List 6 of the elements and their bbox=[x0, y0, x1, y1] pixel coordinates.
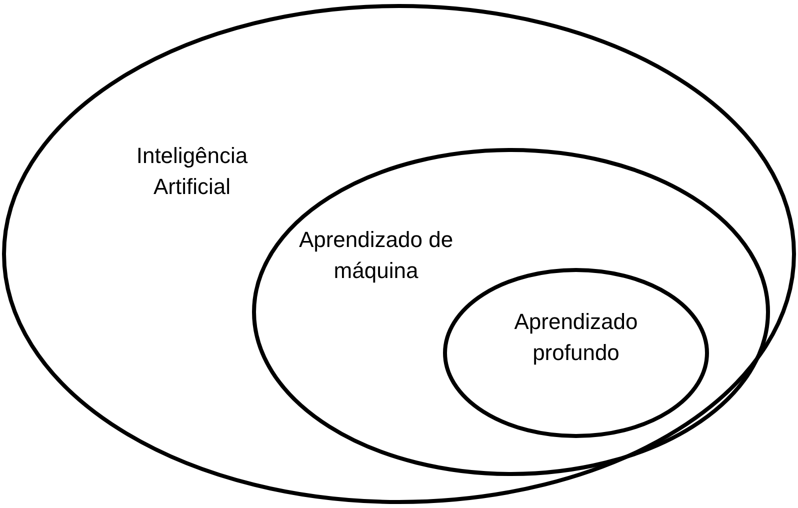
set-label: Aprendizado de máquina bbox=[298, 226, 454, 285]
set-ellipse bbox=[252, 148, 770, 476]
set-ellipse bbox=[2, 4, 796, 504]
set-label: Aprendizado profundo bbox=[513, 308, 639, 367]
set-label: Inteligência Artificial bbox=[135, 142, 249, 201]
set-ellipse bbox=[443, 268, 709, 438]
